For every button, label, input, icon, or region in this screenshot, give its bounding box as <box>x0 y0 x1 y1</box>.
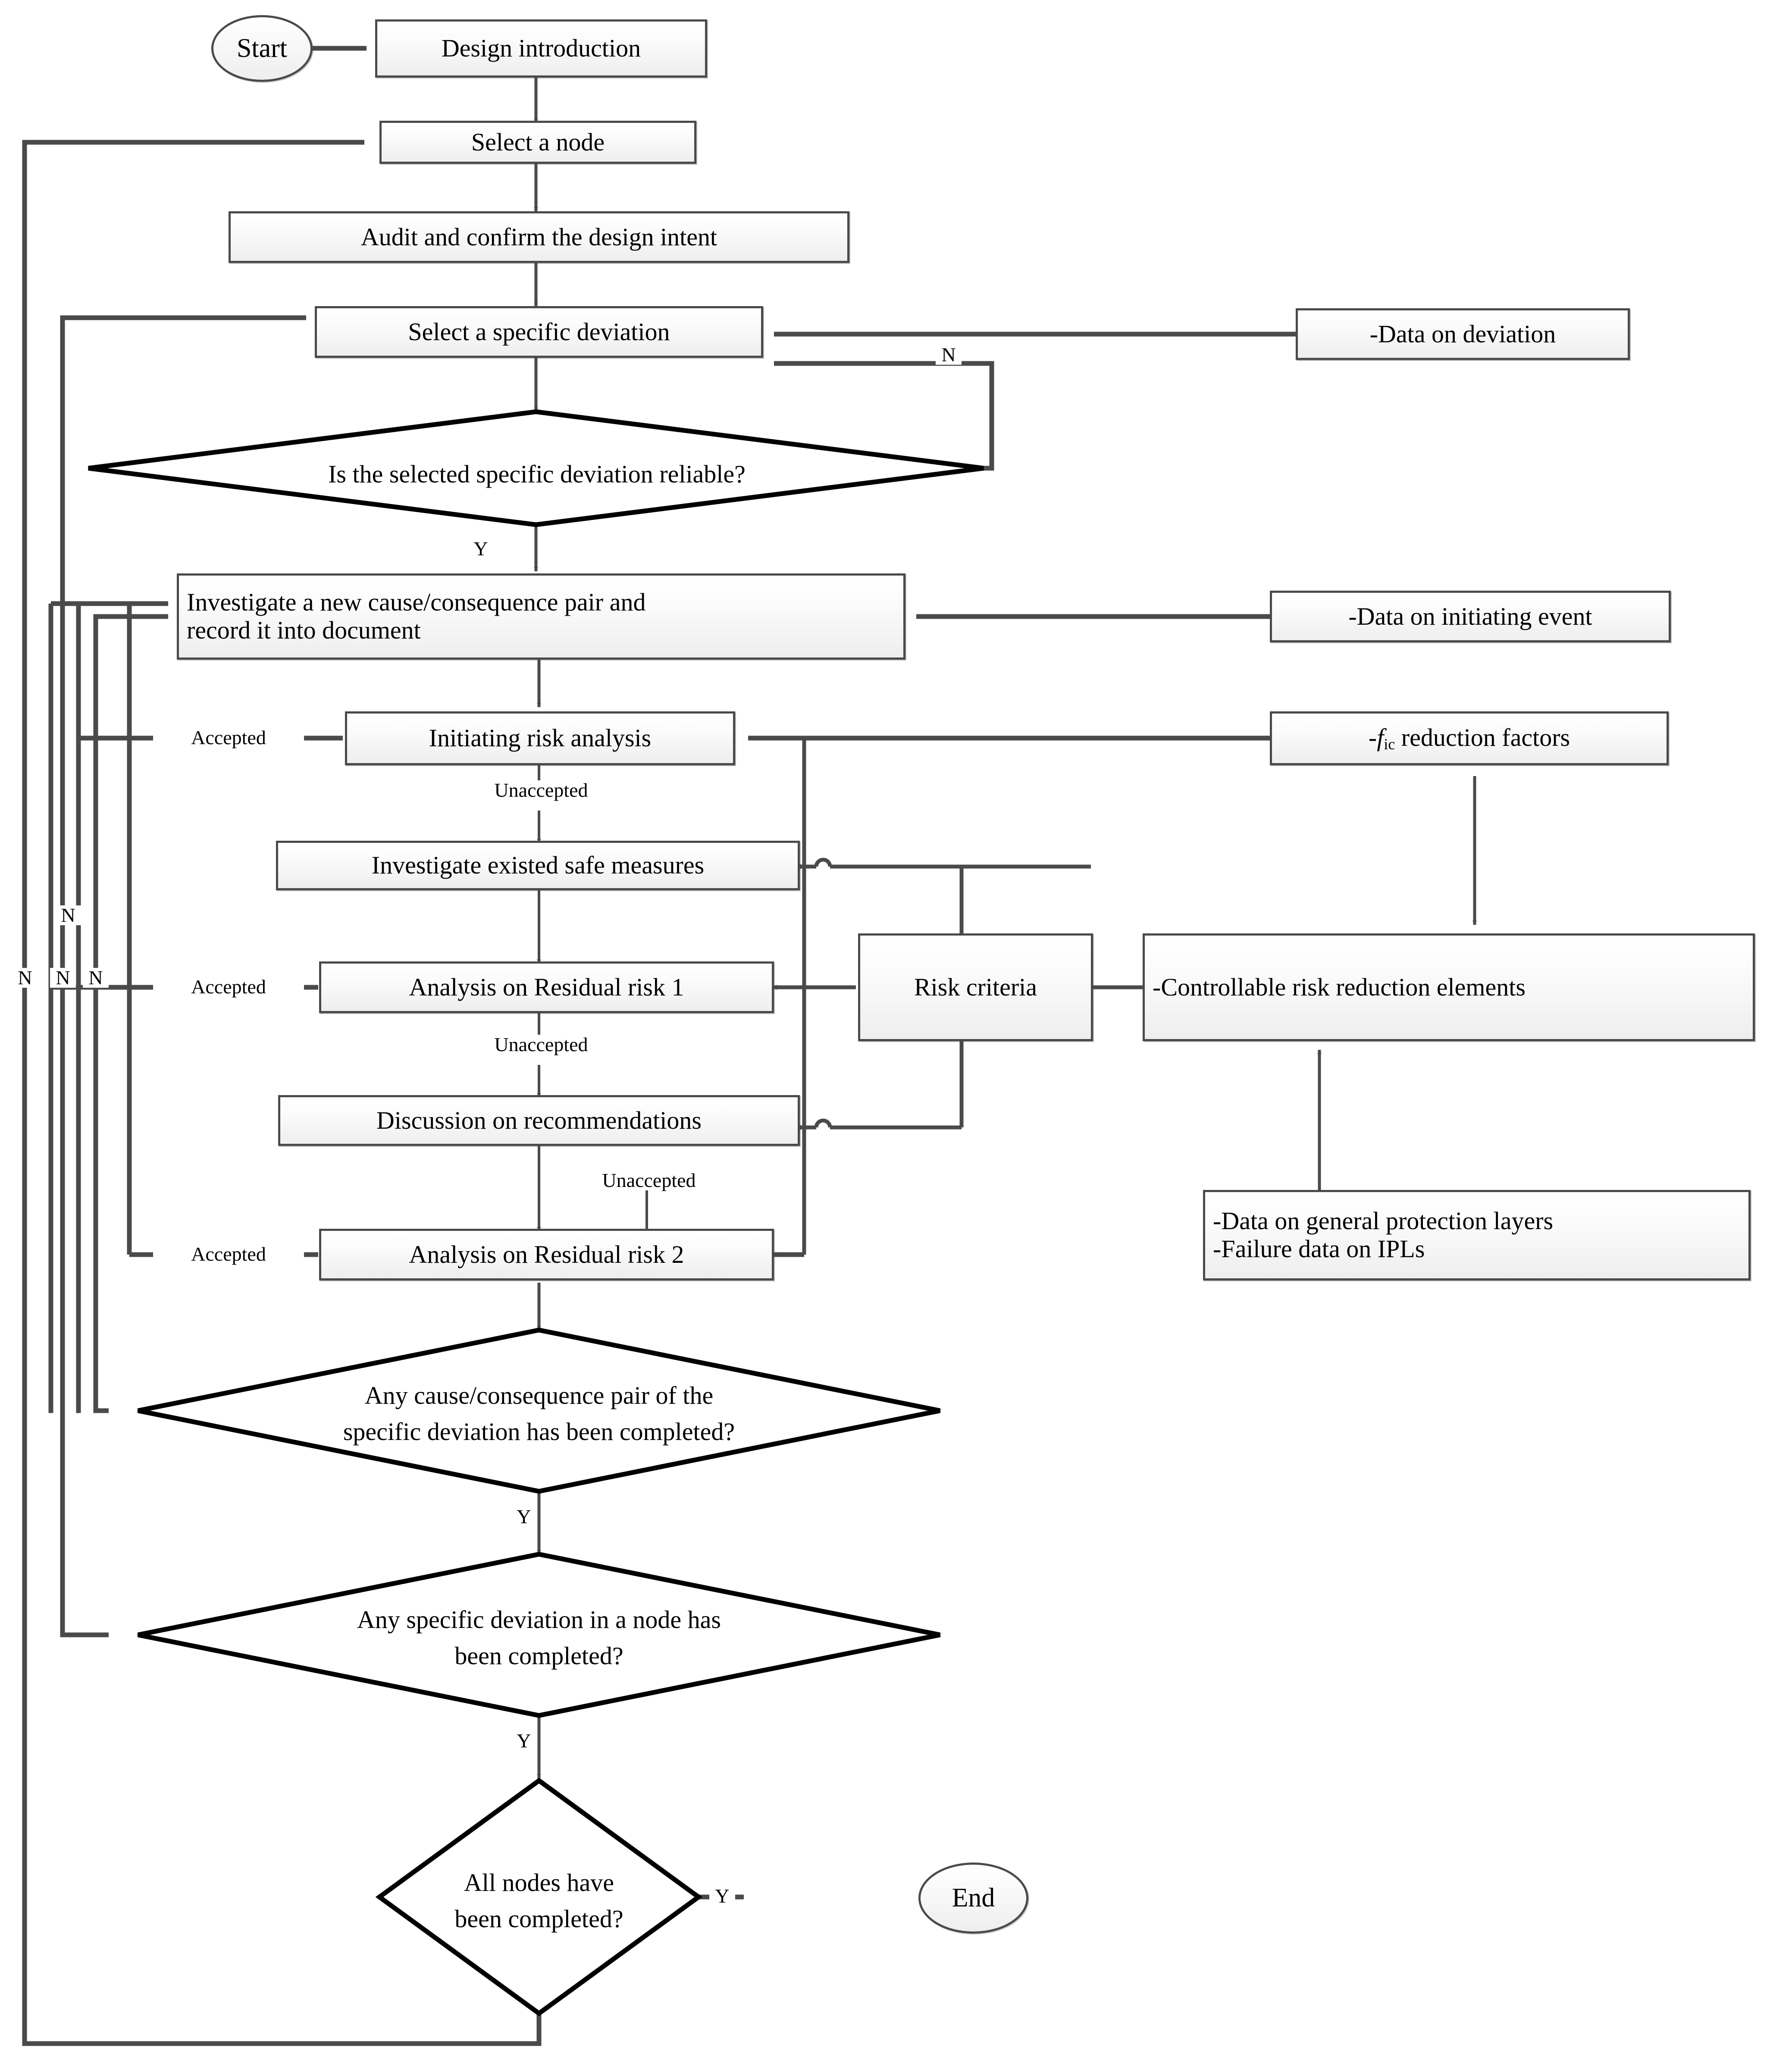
edge-label-y-reliable: Y <box>468 539 494 559</box>
decision-pair-done <box>137 1327 941 1494</box>
decision-nodes-done <box>375 1778 703 2016</box>
data-label-line1: -Data on general protection layers <box>1213 1207 1554 1235</box>
data-on-initiating-event[interactable]: -Data on initiating event <box>1270 591 1671 642</box>
process-label-line1: Investigate a new cause/consequence pair… <box>187 588 646 617</box>
process-label: Risk criteria <box>914 973 1037 1001</box>
process-label: Audit and confirm the design intent <box>360 222 717 251</box>
edge-label-n-reliable-loop: N <box>936 345 962 365</box>
fic-symbol: f <box>1377 723 1384 751</box>
edge-label-accepted-rr1: Accepted <box>153 977 304 997</box>
data-label: -fic reduction factors <box>1368 723 1570 753</box>
process-initiating-risk-analysis[interactable]: Initiating risk analysis <box>345 711 735 765</box>
edge-label-n-deviation-loop: N <box>50 968 76 988</box>
edge-label-n-node-loop: N <box>12 968 38 988</box>
data-protection-layers[interactable]: -Data on general protection layers -Fail… <box>1203 1190 1751 1280</box>
process-label: Select a node <box>471 128 605 156</box>
edge-label-y-deviation-done: Y <box>511 1731 537 1751</box>
process-label: Select a specific deviation <box>408 317 670 346</box>
edge-label-unaccepted-rr2: Unaccepted <box>571 1171 727 1190</box>
process-investigate-pair[interactable]: Investigate a new cause/consequence pair… <box>177 573 905 660</box>
process-label: Analysis on Residual risk 1 <box>409 973 684 1001</box>
data-label: -Data on initiating event <box>1348 602 1592 630</box>
edge-label-n-investigate-pair-loop: N <box>83 968 109 988</box>
edge-label-accepted-rr2: Accepted <box>153 1244 304 1264</box>
edge-label-y-nodes-done: Y <box>709 1886 735 1906</box>
decision-deviation-done <box>137 1552 941 1718</box>
process-label: Investigate existed safe measures <box>371 851 705 880</box>
process-select-node[interactable]: Select a node <box>379 121 696 164</box>
start-terminator: Start <box>211 15 313 82</box>
data-label-line2: -Failure data on IPLs <box>1213 1235 1425 1263</box>
fic-prefix: - <box>1368 723 1377 751</box>
edge-label-unaccepted-rr1: Unaccepted <box>464 1035 619 1055</box>
process-label: Analysis on Residual risk 2 <box>409 1240 684 1268</box>
process-investigate-existed-safe-measures[interactable]: Investigate existed safe measures <box>276 841 800 890</box>
data-label: -Data on deviation <box>1369 319 1556 348</box>
fic-subscript: ic <box>1384 735 1395 753</box>
process-design-introduction[interactable]: Design introduction <box>375 19 707 78</box>
edge-label-accepted-initiating: Accepted <box>153 728 304 748</box>
decision-reliable <box>88 409 984 527</box>
process-select-specific-deviation[interactable]: Select a specific deviation <box>315 306 763 358</box>
process-label: Discussion on recommendations <box>376 1106 702 1134</box>
end-terminator: End <box>918 1863 1028 1934</box>
data-fic-reduction-factors[interactable]: -fic reduction factors <box>1270 711 1669 765</box>
data-label: -Controllable risk reduction elements <box>1153 973 1526 1001</box>
process-label: Initiating risk analysis <box>429 724 652 752</box>
edge-label-n-initiating-loop: N <box>55 905 81 925</box>
process-analysis-residual-risk-2[interactable]: Analysis on Residual risk 2 <box>319 1229 774 1280</box>
process-label: Design introduction <box>441 34 641 63</box>
data-on-deviation[interactable]: -Data on deviation <box>1296 308 1630 360</box>
data-controllable-risk-reduction-elements[interactable]: -Controllable risk reduction elements <box>1143 933 1755 1041</box>
fic-suffix: reduction factors <box>1395 723 1570 751</box>
process-discussion-recommendations[interactable]: Discussion on recommendations <box>278 1095 800 1146</box>
edge-label-y-pair-done: Y <box>511 1507 537 1527</box>
start-label: Start <box>236 34 288 63</box>
process-audit-design-intent[interactable]: Audit and confirm the design intent <box>229 211 849 263</box>
edge-label-unaccepted-initiating: Unaccepted <box>464 780 619 800</box>
process-label-line2: record it into document <box>187 616 421 644</box>
end-label: End <box>952 1883 995 1913</box>
process-risk-criteria[interactable]: Risk criteria <box>858 933 1093 1041</box>
process-analysis-residual-risk-1[interactable]: Analysis on Residual risk 1 <box>319 961 774 1013</box>
